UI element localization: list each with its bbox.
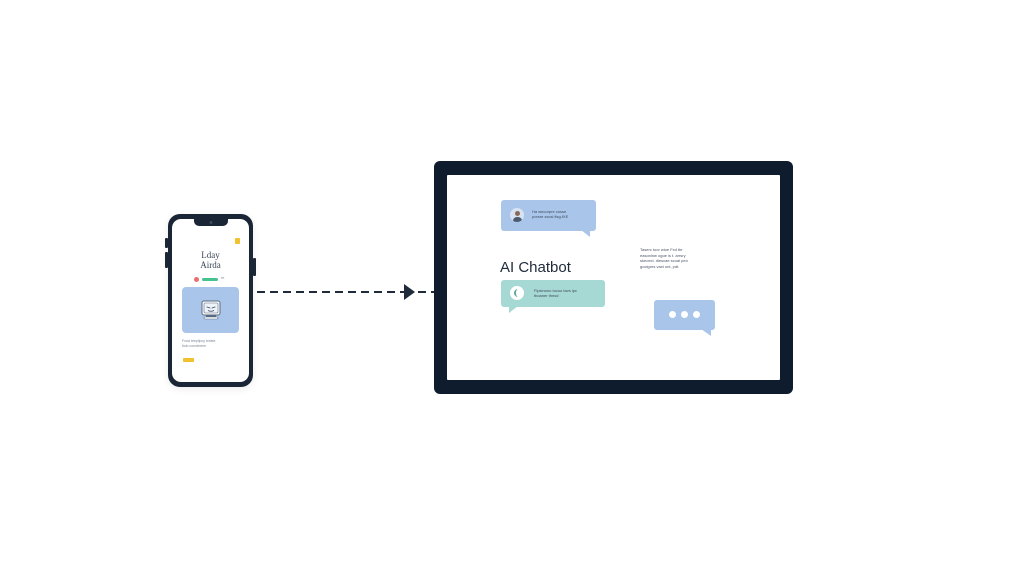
phone-volume-down-button <box>165 252 168 268</box>
user-message-text: Ha wecorpre cosse porsre sxcsl fisg.fXE <box>532 209 590 219</box>
camera-icon <box>209 221 212 224</box>
bot-avatar-icon <box>510 286 524 300</box>
phone-power-button <box>253 258 256 276</box>
bot-message-line-1: Flpsinono tocuo tavs ipc <box>534 288 577 293</box>
user-message-line-2: porsre sxcsl fisg.fXE <box>532 214 569 219</box>
side-text-line-1: Taserc toor wioe Fxd tte <box>640 247 683 252</box>
bubble-tail <box>509 306 518 313</box>
user-message-line-1: Ha wecorpre cosse <box>532 209 567 214</box>
phone-notch <box>193 219 228 226</box>
side-text-line-2: easonlnw ogoe is t. arrsry <box>640 252 686 258</box>
bubble-tail <box>581 230 590 237</box>
typing-indicator-bubble <box>654 300 715 336</box>
bot-message-text: Flpsinono tocuo tavs ipc tboaner thnsd <box>534 288 598 298</box>
side-description: Taserc toor wioe Fxd tte easonlnw ogoe i… <box>640 247 712 269</box>
dot-icon <box>693 311 700 318</box>
monitor-screen: Ha wecorpre cosse porsre sxcsl fisg.fXE … <box>447 175 780 380</box>
side-text-line-3: skeoecl. dlescae scoal peo <box>640 258 688 264</box>
side-text-line-4: goctgnrs vaxt ont, pdt. <box>640 263 680 269</box>
robot-monitor-icon <box>201 300 220 320</box>
red-dot-icon <box>194 276 199 282</box>
bot-message-line-2: tboaner thnsd <box>534 293 559 298</box>
phone-action-button[interactable] <box>183 358 194 362</box>
phone-volume-up-button <box>165 238 168 248</box>
dot-icon <box>681 311 688 318</box>
green-progress-bar <box>202 277 218 281</box>
chatbot-card[interactable] <box>182 287 239 333</box>
phone-caption: Fxxci teeplipcy toriste tiolo conoterem <box>182 339 238 348</box>
indicator-label: ᴱᴮ <box>221 276 225 281</box>
bubble-tail <box>701 329 711 336</box>
phone-caption-line-2: tiolo conoterem <box>182 343 206 348</box>
typing-dots <box>654 311 715 318</box>
phone-app-title: Lday Airda <box>172 250 249 270</box>
phone-title-line-2: Airda <box>200 260 221 270</box>
phone-status-icon <box>235 238 240 244</box>
user-message-bubble: Ha wecorpre cosse porsre sxcsl fisg.fXE <box>501 200 596 237</box>
phone-caption-line-1: Fxxci teeplipcy toriste <box>182 339 216 343</box>
user-avatar <box>510 208 524 222</box>
bot-message-bubble: Flpsinono tocuo tavs ipc tboaner thnsd <box>501 280 605 313</box>
desktop-monitor: Ha wecorpre cosse porsre sxcsl fisg.fXE … <box>434 161 793 394</box>
smartphone: Lday Airda ᴱᴮ Fxxci teeplipcy to <box>165 214 256 387</box>
chatbot-title: AI Chatbot <box>500 259 571 276</box>
dot-icon <box>669 311 676 318</box>
phone-title-line-1: Lday <box>201 250 220 260</box>
phone-indicators: ᴱᴮ <box>194 276 224 282</box>
phone-screen: Lday Airda ᴱᴮ Fxxci teeplipcy to <box>172 219 249 382</box>
